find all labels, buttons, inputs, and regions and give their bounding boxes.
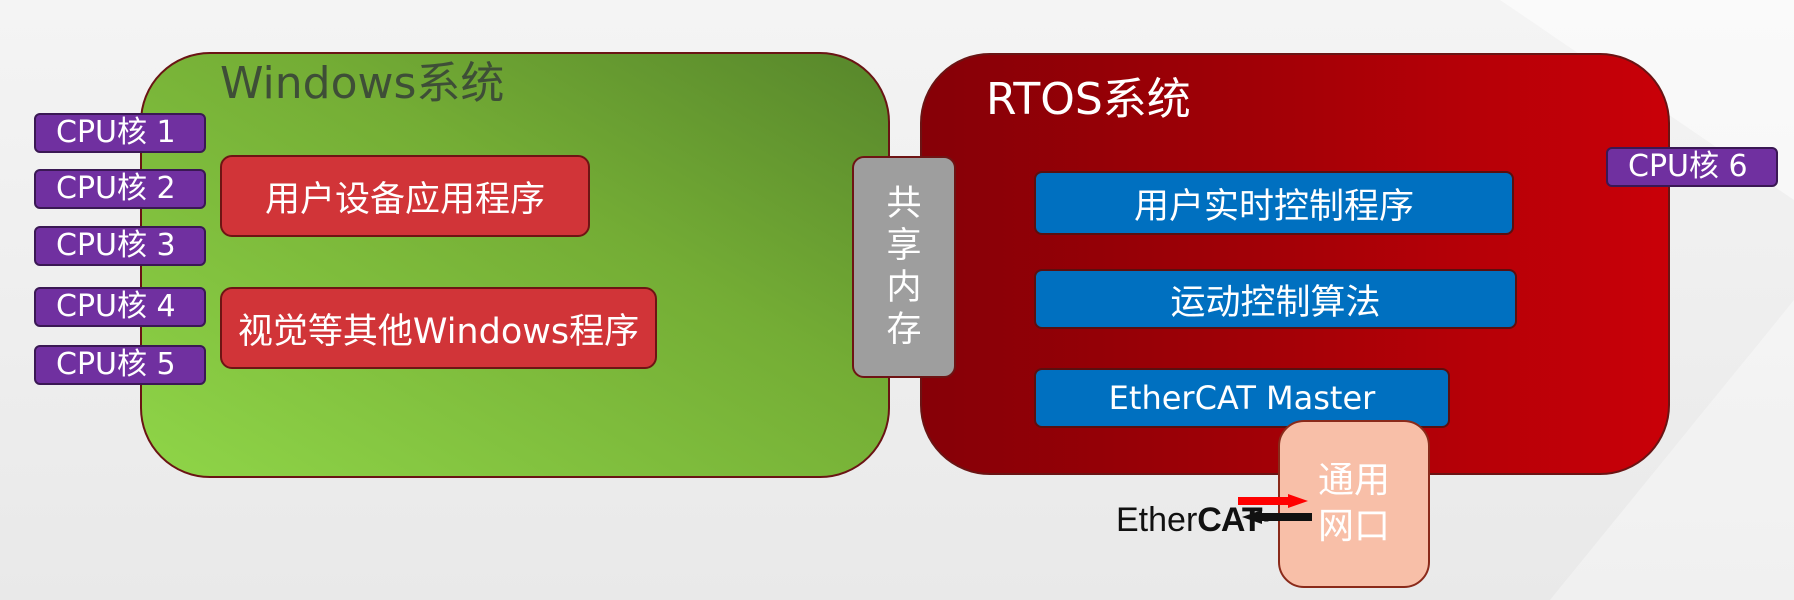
windows-system-title: Windows系统 (220, 58, 505, 109)
ethercat-logo-ether: Ether (1116, 501, 1198, 539)
cpu-core-6: CPU核 6 (1606, 147, 1778, 187)
cpu-core-3: CPU核 3 (34, 226, 206, 266)
realtime-control-app-box: 用户实时控制程序 (1034, 171, 1514, 235)
cpu-core-4: CPU核 4 (34, 287, 206, 327)
windows-system-panel (140, 52, 890, 478)
cpu-core-1: CPU核 1 (34, 113, 206, 153)
vision-windows-app-box: 视觉等其他Windows程序 (220, 287, 657, 369)
user-device-app-box: 用户设备应用程序 (220, 155, 590, 237)
network-port-label: 通用网口 (1317, 460, 1390, 547)
shared-memory-label: 共享内存 (886, 184, 922, 350)
shared-memory-box: 共享内存 (852, 156, 956, 378)
cpu-core-5: CPU核 5 (34, 345, 206, 385)
ethercat-arrows-icon (1238, 494, 1312, 524)
cpu-core-2: CPU核 2 (34, 169, 206, 209)
rtos-system-title: RTOS系统 (986, 74, 1191, 125)
ethercat-master-box: EtherCAT Master (1034, 368, 1450, 428)
motion-control-algorithm-box: 运动控制算法 (1034, 269, 1517, 329)
